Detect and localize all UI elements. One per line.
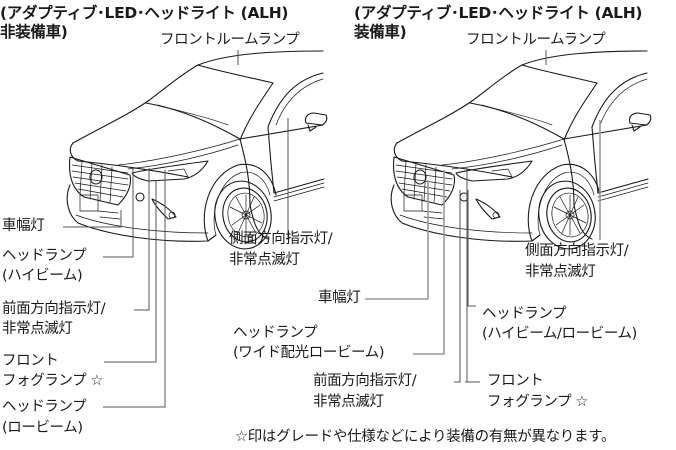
label-clearance-lamp-left: 車幅灯 <box>2 218 45 234</box>
label-fog-right-1: フロント <box>487 373 544 389</box>
label-headlamp-hilo-right-2: (ハイビーム/ロービーム) <box>482 326 637 342</box>
label-front-room-lamp-right: フロントルームランプ <box>466 32 606 48</box>
label-fog-left-1: フロント <box>2 353 59 369</box>
label-front-room-lamp-left: フロントルームランプ <box>160 32 300 48</box>
leader-lines-left <box>63 50 289 408</box>
leader-lines-right <box>365 50 601 383</box>
label-headlamp-wide-right-1: ヘッドランプ <box>233 325 318 341</box>
label-headlamp-high-left-1: ヘッドランプ <box>2 248 87 264</box>
right-title-line1: (アダプティブ･LED･ヘッドライト (ALH) <box>354 4 643 22</box>
left-title-line2: 非装備車) <box>0 23 68 41</box>
label-front-turn-left-2: 非常点滅灯 <box>2 321 73 337</box>
label-side-turn-left-2: 非常点滅灯 <box>229 252 300 268</box>
label-fog-left-2: フォグランプ ☆ <box>2 373 103 389</box>
label-front-turn-right-2: 非常点滅灯 <box>313 394 384 410</box>
label-headlamp-low-left-1: ヘッドランプ <box>2 399 87 415</box>
label-side-turn-left-1: 側面方向指示灯/ <box>229 231 333 247</box>
car-illustration-right <box>390 50 652 254</box>
label-side-turn-right-1: 側面方向指示灯/ <box>525 243 629 259</box>
label-headlamp-hilo-right-1: ヘッドランプ <box>482 306 567 322</box>
footnote: ☆印はグレードや仕様などにより装備の有無が異なります。 <box>235 429 616 445</box>
label-side-turn-right-2: 非常点滅灯 <box>525 264 596 280</box>
left-title-line1: (アダプティブ･LED･ヘッドライト (ALH) <box>0 4 289 22</box>
label-fog-right-2: フォグランプ ☆ <box>487 394 588 410</box>
label-headlamp-high-left-2: (ハイビーム) <box>2 268 83 284</box>
label-headlamp-low-left-2: (ロービーム) <box>2 420 83 436</box>
label-front-turn-left-1: 前面方向指示灯/ <box>2 301 106 317</box>
label-headlamp-wide-right-2: (ワイド配光ロービーム) <box>233 345 385 361</box>
label-front-turn-right-1: 前面方向指示灯/ <box>313 373 417 389</box>
label-clearance-lamp-right: 車幅灯 <box>318 290 361 306</box>
right-title-line2: 装備車) <box>354 23 407 41</box>
